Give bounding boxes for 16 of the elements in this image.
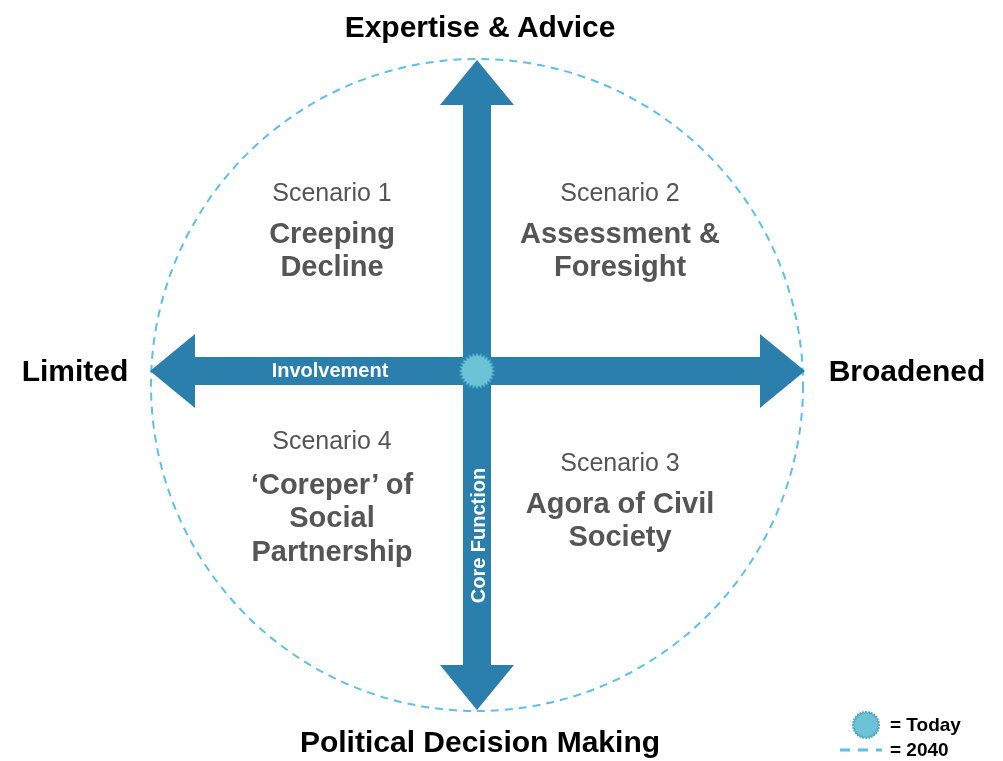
scenario-number: Scenario 3 <box>559 447 681 477</box>
legend-text: = 2040 <box>890 739 949 761</box>
axis-label: Core Function <box>466 466 490 605</box>
scenario-number: Scenario 1 <box>271 177 393 207</box>
scenario-title: Agora of Civil Society <box>524 486 716 554</box>
axis-end-label: Limited <box>20 353 130 388</box>
legend-text: = Today <box>890 714 961 736</box>
axis-end-label: Political Decision Making <box>298 724 662 759</box>
axis-label: Involvement <box>270 358 390 382</box>
scenario-number: Scenario 2 <box>559 177 681 207</box>
scenario-title: Creeping Decline <box>268 216 396 284</box>
scenario-title: Assessment & Foresight <box>519 216 721 284</box>
axis-end-label: Expertise & Advice <box>343 9 617 44</box>
scenario-number: Scenario 4 <box>271 425 393 455</box>
scenario-title: ‘Coreper’ of Social Partnership <box>249 468 415 569</box>
axis-end-label: Broadened <box>827 353 987 388</box>
